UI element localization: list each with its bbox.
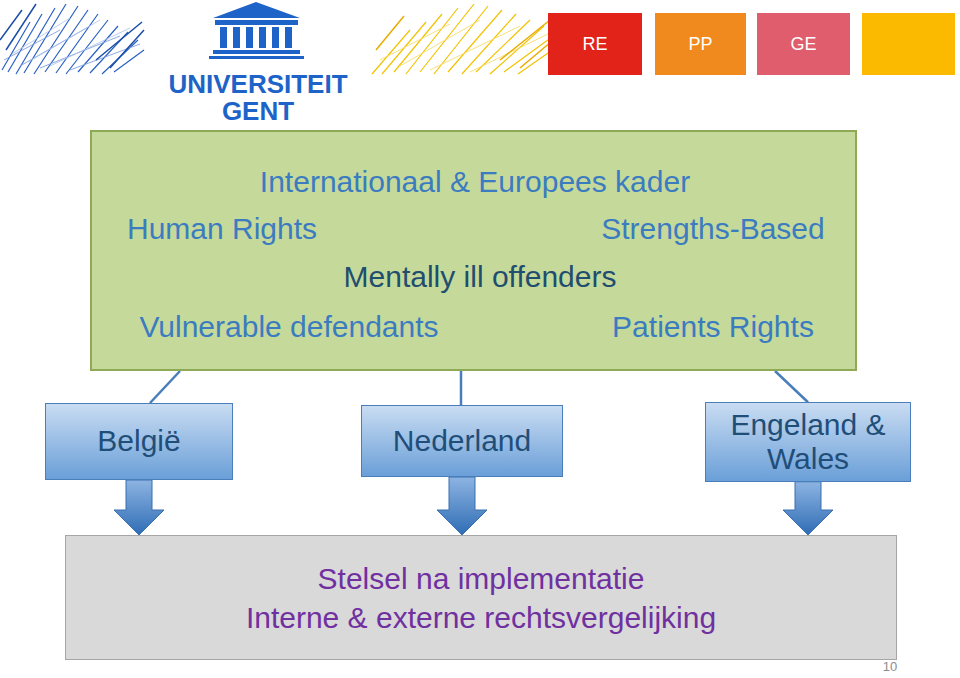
result-text: Interne & externe rechtsvergelijking [246, 601, 716, 634]
block-arrow [114, 480, 164, 535]
tab-label: RE [582, 34, 607, 54]
logo-text: UNIVERSITEIT GENT [160, 71, 356, 125]
logo-text: UNIVERSITEIT GENT [168, 69, 347, 126]
block-arrow [437, 477, 487, 535]
country-box: Nederland [361, 405, 563, 477]
yellow-scribble [372, 4, 558, 74]
country-name: Nederland [393, 424, 531, 457]
result-box: Stelsel na implementatieInterne & extern… [65, 535, 897, 660]
framework-term: Internationaal & Europees kader [260, 165, 690, 198]
page-number: 10 [883, 659, 897, 674]
framework-term: Mentally ill offenders [344, 260, 617, 293]
country-box: Engeland & Wales [705, 402, 911, 482]
tab-label: PP [688, 34, 712, 54]
framework-term: Patients Rights [612, 310, 814, 343]
framework-term: Human Rights [127, 212, 317, 245]
connector-line [460, 371, 463, 405]
header-tab: RE [548, 13, 642, 75]
framework-term: Vulnerable defendants [139, 310, 438, 343]
connector-line [150, 371, 180, 403]
framework-term: Strengths-Based [601, 212, 824, 245]
result-text: Stelsel na implementatie [318, 562, 645, 595]
country-name: België [97, 424, 180, 457]
framework-box: Internationaal & Europees kaderHuman Rig… [90, 130, 857, 371]
header-tab: GE [757, 13, 850, 75]
blue-scribble [0, 4, 144, 74]
university-logo [209, 2, 304, 59]
yellow-tab [862, 13, 955, 75]
country-box: België [45, 403, 233, 480]
page-number: 10 [876, 659, 904, 674]
connector-line [775, 371, 808, 402]
block-arrow [783, 482, 833, 535]
header-tab: PP [655, 13, 746, 75]
tab-label: GE [790, 34, 816, 54]
country-name: Engeland & Wales [730, 408, 885, 476]
